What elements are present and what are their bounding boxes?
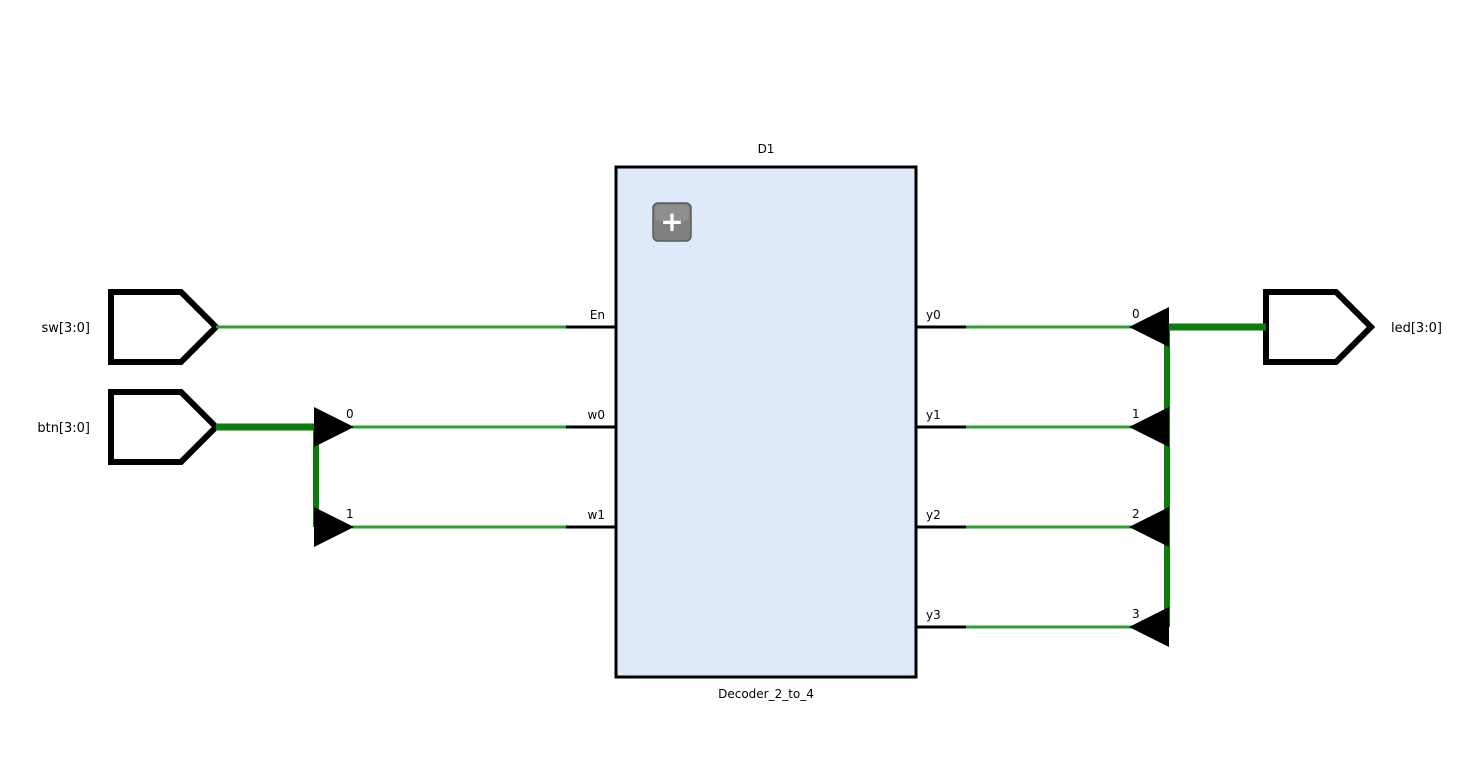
- pin-label-w0: w0: [588, 408, 605, 422]
- ripper-label-led-2: 2: [1132, 507, 1140, 521]
- port-label-btn: btn[3:0]: [37, 421, 90, 436]
- pin-label-y0: y0: [926, 308, 941, 322]
- pin-label-en: En: [590, 308, 605, 322]
- output-port-led[interactable]: [1263, 289, 1376, 365]
- pin-label-y1: y1: [926, 408, 941, 422]
- ripper-label-btn-1: 1: [346, 507, 354, 521]
- input-port-sw[interactable]: [108, 289, 221, 365]
- pin-label-w1: w1: [588, 508, 605, 522]
- plus-icon: +: [660, 205, 683, 238]
- port-label-led: led[3:0]: [1391, 321, 1442, 336]
- ripper-led-2[interactable]: [1129, 507, 1169, 547]
- input-port-btn[interactable]: [108, 389, 221, 465]
- expand-button[interactable]: +: [652, 202, 692, 242]
- ripper-label-led-1: 1: [1132, 407, 1140, 421]
- ripper-led-3[interactable]: [1129, 607, 1169, 647]
- ripper-label-led-3: 3: [1132, 607, 1140, 621]
- ripper-led-0[interactable]: [1129, 307, 1169, 347]
- ripper-led-1[interactable]: [1129, 407, 1169, 447]
- block-instance-name: D1: [758, 142, 775, 156]
- port-label-sw: sw[3:0]: [42, 321, 90, 336]
- block-module-name: Decoder_2_to_4: [718, 687, 814, 701]
- ripper-label-btn-0: 0: [346, 407, 354, 421]
- ripper-label-led-0: 0: [1132, 307, 1140, 321]
- decoder-block[interactable]: [614, 165, 918, 679]
- ripper-btn-0[interactable]: [314, 407, 354, 447]
- pin-label-y3: y3: [926, 608, 941, 622]
- pin-label-y2: y2: [926, 508, 941, 522]
- ripper-btn-1[interactable]: [314, 507, 354, 547]
